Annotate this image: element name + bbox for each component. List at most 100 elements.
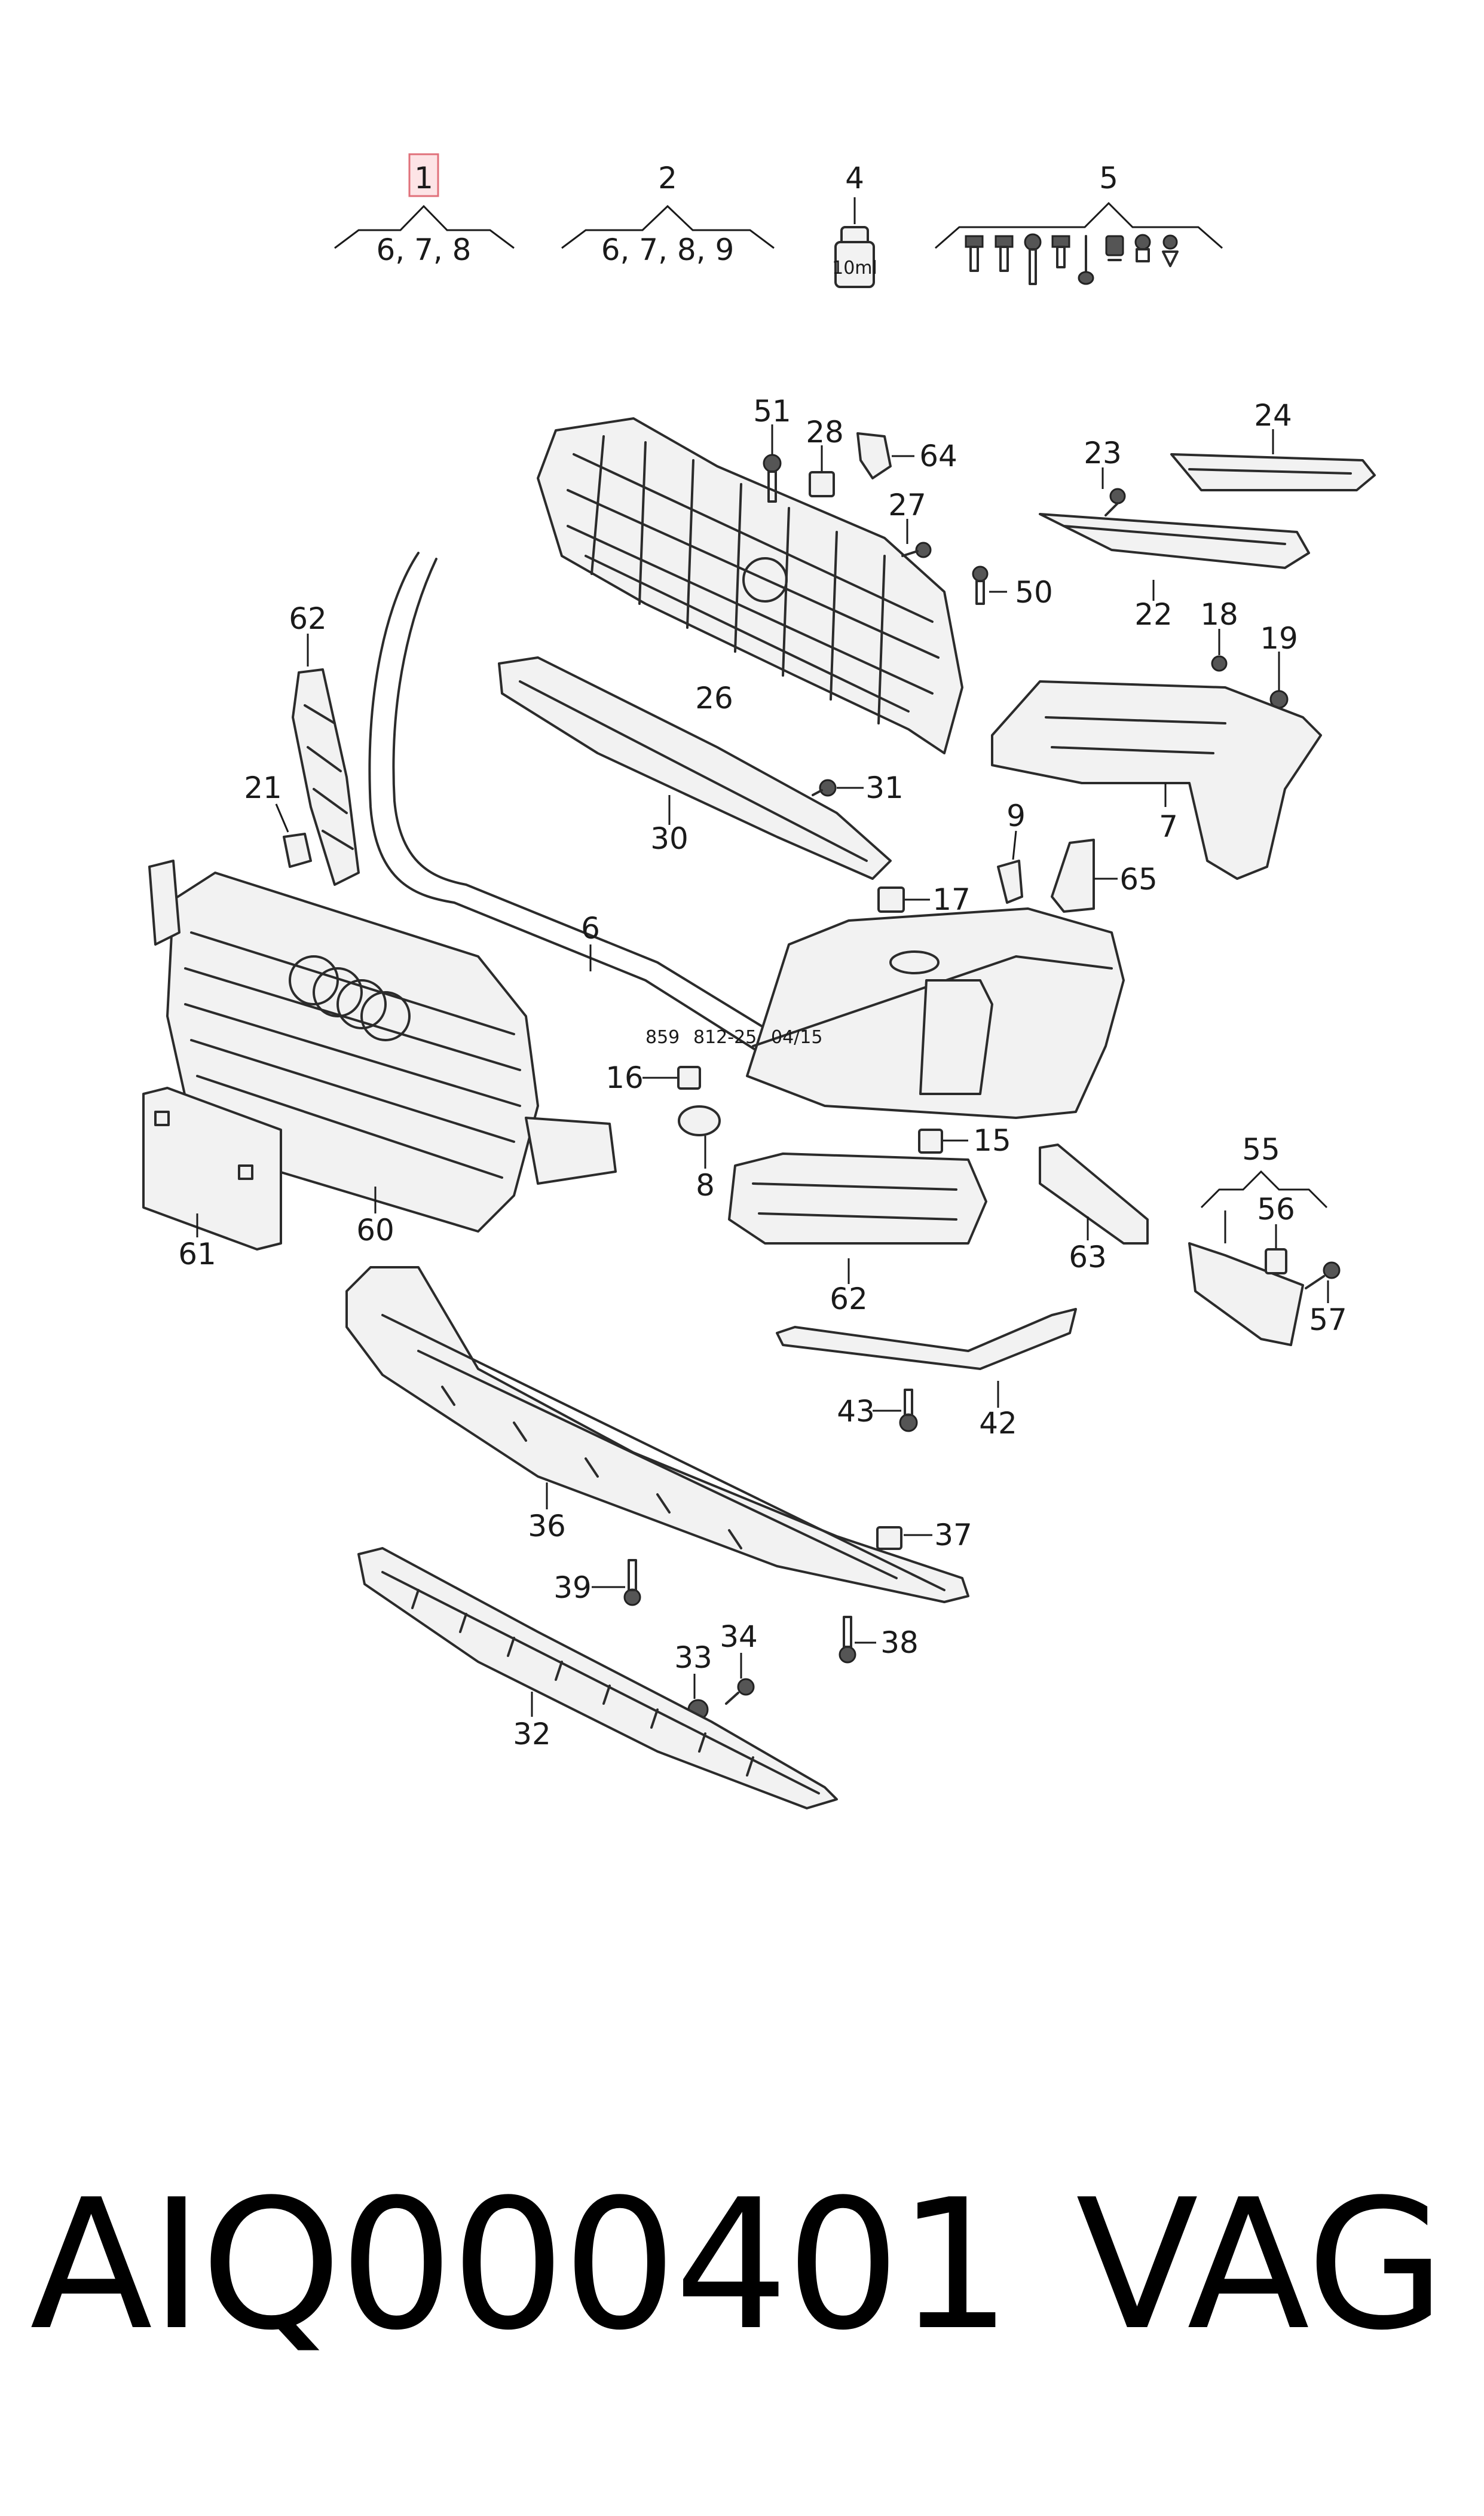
- callout-51: 51: [753, 394, 791, 429]
- trim-strip-24: [1170, 429, 1376, 491]
- screw-39: [592, 1559, 641, 1606]
- drawing-stamp: 859 812-25 04/15: [645, 1027, 822, 1048]
- callout-26: 26: [695, 681, 733, 716]
- callout-6: 6: [581, 911, 600, 946]
- callout-19: 19: [1260, 621, 1298, 656]
- bracket-64: [856, 432, 914, 479]
- callout-17: 17: [932, 882, 971, 917]
- fastener-51: [763, 424, 782, 503]
- callout-60: 60: [356, 1213, 394, 1248]
- rail-30: [498, 656, 892, 880]
- group-2-bracket: [561, 204, 775, 249]
- callout-63: 63: [1069, 1240, 1107, 1274]
- lower-grille-62: [728, 1152, 987, 1284]
- callout-15: 15: [973, 1123, 1011, 1158]
- nut-19: [1269, 652, 1289, 709]
- header-group-2: 2 6, 7, 8, 9: [561, 161, 775, 267]
- brand-name: VAG: [1076, 2161, 1446, 2370]
- trim-strip-22: [1039, 513, 1310, 601]
- callout-61: 61: [178, 1237, 216, 1271]
- lamp-cover-65: [1051, 839, 1118, 913]
- bumper-frame-6: [368, 552, 766, 1053]
- header-group-5: 5: [935, 161, 1223, 285]
- stamp-c: 04/15: [771, 1027, 822, 1048]
- callout-7: 7: [1159, 809, 1178, 844]
- lower-carrier-36: [345, 1266, 969, 1603]
- clip-56: [1265, 1224, 1287, 1274]
- screw-43: [873, 1389, 918, 1432]
- clip-17: [877, 886, 930, 913]
- header-group-4: 4 10ml: [832, 161, 877, 288]
- group-1-subparts: 6, 7, 8: [376, 233, 471, 267]
- clip-37: [876, 1526, 932, 1550]
- callout-30: 30: [650, 821, 689, 856]
- callout-8: 8: [696, 1168, 715, 1203]
- upper-grille-insert: [537, 417, 963, 754]
- bottle-icon: 10ml: [832, 226, 877, 288]
- callout-31: 31: [865, 771, 904, 805]
- fastener-set-icon: [965, 233, 1179, 285]
- group-2-number: 2: [658, 161, 677, 195]
- skid-plate-32: [357, 1547, 838, 1809]
- callout-50: 50: [1015, 575, 1053, 610]
- nut-16: [642, 1066, 701, 1090]
- callout-62-upper: 62: [289, 601, 327, 636]
- part-code: AIQ000401: [30, 2161, 1012, 2370]
- stamp-a: 859: [645, 1027, 680, 1048]
- plate-holder-61: [142, 1087, 282, 1251]
- group-1-bracket: [334, 204, 515, 249]
- chrome-strip-42: [776, 1308, 1077, 1408]
- callout-57: 57: [1309, 1303, 1347, 1337]
- screw-50: [972, 565, 1007, 605]
- callout-22: 22: [1134, 597, 1173, 632]
- group-5-bracket: [935, 201, 1223, 249]
- clip-15: [918, 1129, 968, 1154]
- screw-27: [901, 519, 932, 558]
- callout-62-lower: 62: [830, 1282, 868, 1316]
- callout-24: 24: [1254, 398, 1292, 433]
- plate-9: [997, 830, 1023, 904]
- callout-9: 9: [1006, 799, 1026, 833]
- callout-21: 21: [244, 771, 282, 805]
- screw-38: [839, 1616, 876, 1664]
- callout-34: 34: [720, 1619, 758, 1654]
- callout-55: 55: [1242, 1132, 1280, 1167]
- callout-33: 33: [674, 1640, 712, 1675]
- group-2-subparts: 6, 7, 8, 9: [601, 233, 735, 267]
- callout-64: 64: [919, 439, 957, 473]
- bracket-63: [1039, 1144, 1149, 1245]
- callout-42: 42: [979, 1406, 1017, 1441]
- callout-labels: 51 28 64 27 50 23 24 22 18 19 62 26 21 3…: [178, 394, 1347, 1751]
- screw-18: [1211, 629, 1228, 672]
- bumper-cover: [746, 907, 1125, 1119]
- clip-21: [275, 803, 312, 868]
- group-55: [1188, 1170, 1328, 1346]
- cap-8: [678, 1105, 721, 1169]
- highlight-box: [408, 153, 439, 197]
- header-group-1: 1 6, 7, 8: [334, 153, 515, 267]
- callout-18: 18: [1200, 597, 1238, 632]
- callout-65: 65: [1119, 862, 1158, 897]
- clip-28: [809, 445, 835, 497]
- callout-39: 39: [553, 1570, 592, 1605]
- callout-38: 38: [880, 1625, 919, 1660]
- screw-23: [1101, 467, 1126, 516]
- footer-banner: AIQ000401 VAG: [0, 2152, 1484, 2403]
- bottle-label: 10ml: [832, 258, 877, 279]
- callout-27: 27: [888, 488, 926, 522]
- callout-36: 36: [528, 1509, 566, 1543]
- screw-31: [812, 779, 864, 797]
- callout-37: 37: [934, 1518, 972, 1552]
- group-4-number: 4: [845, 161, 864, 195]
- side-bracket-7: [991, 680, 1322, 880]
- side-bracket-62-left: [292, 634, 360, 886]
- callout-43: 43: [837, 1394, 875, 1429]
- group-5-number: 5: [1099, 161, 1118, 195]
- callout-16: 16: [605, 1060, 644, 1095]
- callout-56: 56: [1257, 1192, 1295, 1227]
- callout-23: 23: [1084, 436, 1122, 470]
- screw-34: [725, 1653, 755, 1705]
- stamp-b: 812-25: [693, 1027, 757, 1048]
- callout-28: 28: [806, 415, 844, 450]
